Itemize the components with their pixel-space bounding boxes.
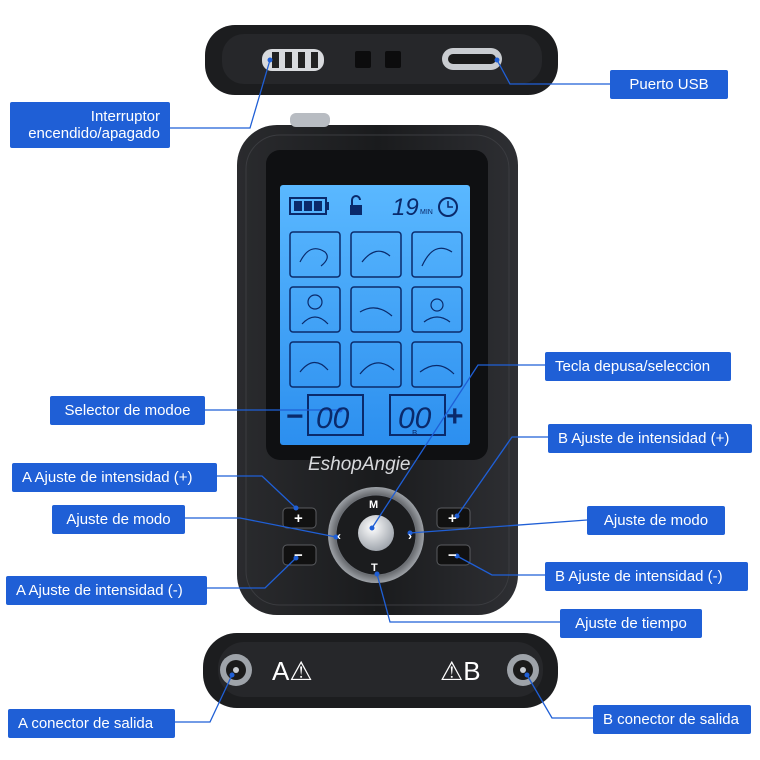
- a-intensity-down-label: A Ajuste de intensidad (-): [6, 576, 207, 605]
- jack-b-label: ⚠B: [440, 656, 481, 686]
- b-output-jack[interactable]: [507, 654, 539, 686]
- a-intensity-up-label: A Ajuste de intensidad (+): [12, 463, 217, 492]
- mode-adjust-right-label: Ajuste de modo: [587, 506, 725, 535]
- device-front: [237, 113, 518, 615]
- pause-select-button[interactable]: [358, 515, 394, 551]
- b-output-label: B conector de salida: [593, 705, 751, 734]
- lcd-screen: [280, 185, 470, 445]
- b-minus-button[interactable]: −: [448, 547, 457, 564]
- jack-a-label: A⚠: [272, 656, 313, 686]
- leader-lines: [170, 59, 610, 723]
- nav-left-chevron-icon[interactable]: ‹: [337, 529, 341, 543]
- time-adjust-label: Ajuste de tiempo: [560, 609, 702, 638]
- device-bottom-view: [203, 633, 558, 708]
- power-switch-slider[interactable]: [262, 49, 324, 71]
- channel-b-plus: +: [446, 400, 464, 433]
- mode-selector-label: Selector de modoe: [50, 396, 205, 425]
- channel-a-minus: −: [286, 400, 304, 433]
- device-top-view: [205, 25, 558, 95]
- timer-unit: MIN: [420, 209, 433, 216]
- nav-mode-label[interactable]: M: [369, 499, 378, 511]
- channel-b-mark: B: [412, 429, 417, 438]
- b-intensity-down-label: B Ajuste de intensidad (-): [545, 562, 748, 591]
- pause-select-key-label: Tecla depusa/seleccion: [545, 352, 731, 381]
- mode-adjust-left-label: Ajuste de modo: [52, 505, 185, 534]
- channel-b-value: 00: [398, 402, 432, 435]
- timer-value: 19: [392, 194, 419, 221]
- a-minus-button[interactable]: −: [294, 547, 303, 564]
- power-switch-label: Interruptor encendido/apagado: [10, 102, 170, 148]
- a-output-jack[interactable]: [220, 654, 252, 686]
- brand-logo: EshopAngie: [308, 454, 410, 475]
- b-plus-button[interactable]: +: [448, 510, 457, 527]
- channel-a-value: 00: [316, 402, 350, 435]
- a-plus-button[interactable]: +: [294, 510, 303, 527]
- a-plus-button-shape[interactable]: [282, 507, 317, 529]
- b-plus-button-shape[interactable]: [436, 507, 471, 529]
- b-intensity-up-label: B Ajuste de intensidad (+): [548, 424, 752, 453]
- leader-endpoints: [229, 57, 530, 678]
- nav-time-label[interactable]: T: [371, 562, 378, 574]
- a-minus-button-shape[interactable]: [282, 544, 317, 566]
- b-minus-button-shape[interactable]: [436, 544, 471, 566]
- usb-port-label: Puerto USB: [610, 70, 728, 99]
- a-output-label: A conector de salida: [8, 709, 175, 738]
- nav-right-chevron-icon[interactable]: ›: [408, 529, 412, 543]
- usb-port[interactable]: [442, 48, 502, 70]
